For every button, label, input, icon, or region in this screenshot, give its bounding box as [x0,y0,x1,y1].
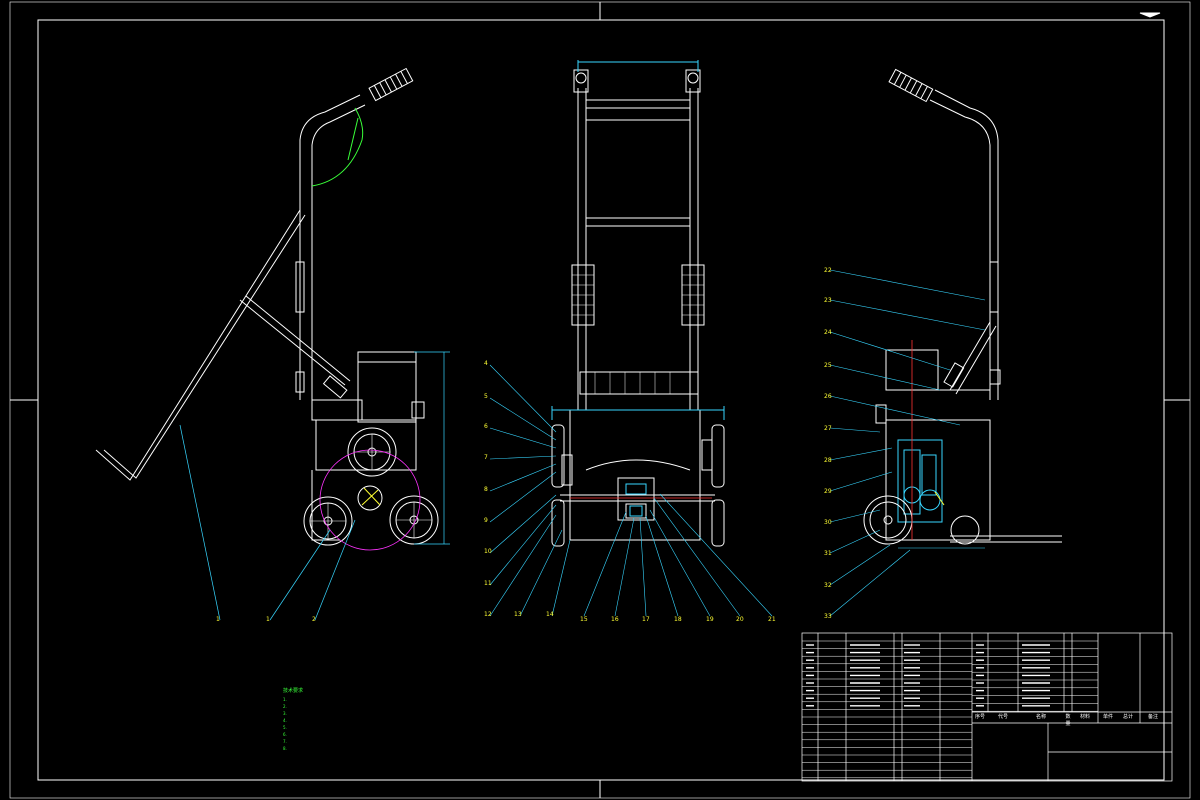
balloon-number: 10 [484,548,492,555]
balloon-number: 33 [824,613,832,620]
balloon-number: 12 [484,611,492,618]
balloon-number: 15 [580,616,588,623]
balloon-number: 29 [824,488,832,495]
left-side-view [95,67,425,541]
note-line: 1. [283,697,287,702]
balloon-number: 17 [642,616,650,623]
notes-title: 技术要求 [283,688,304,694]
balloon-number: 19 [706,616,714,623]
balloon-number: 9 [484,517,488,524]
left-dimension [179,351,450,621]
note-line: 8. [283,746,287,751]
header-cell: 名称 [1035,714,1046,720]
right-cyan-housing [897,439,943,523]
balloon-number: 31 [824,550,832,557]
balloon-number: 11 [484,580,492,587]
balloon-number: 30 [824,519,832,526]
balloon-number: 27 [824,425,832,432]
balloon-number: 1 [216,616,220,623]
front-cyan-parts [551,60,725,517]
note-line: 2. [283,704,287,709]
right-yellow-marks [934,491,945,506]
drawing-frame [9,1,1191,799]
balloon-number: 32 [824,582,832,589]
balloon-number: 8 [484,486,488,493]
balloon-number: 20 [736,616,744,623]
balloon-number: 2 [312,616,316,623]
header-cell: 备注 [1147,714,1158,720]
balloon-number: 1 [266,616,270,623]
balloon-number: 23 [824,297,832,304]
front-leaders [489,364,773,617]
left-magenta-construction [319,449,421,551]
note-line: 4. [283,718,287,723]
title-block-rows [802,640,1098,779]
balloon-number: 26 [824,393,832,400]
header-cell: 代号 [997,714,1008,720]
left-wheels [303,427,439,546]
balloon-number: 18 [674,616,682,623]
balloon-number: 6 [484,423,488,430]
header-cell: 单件 [1102,714,1113,720]
header-cell: 序号 [974,714,985,720]
balloon-number: 14 [546,611,554,618]
title-block-headers: 序号 代号 名称 数量 材料 单件 总计 备注 [972,713,1172,727]
header-cell: 数量 [1065,714,1071,727]
balloon-number: 13 [514,611,522,618]
right-wheels [863,495,980,545]
note-line: 5. [283,725,287,730]
note-line: 6. [283,732,287,737]
header-cell: 材料 [1079,714,1090,720]
note-line: 3. [283,711,287,716]
balloon-number: 5 [484,393,488,400]
balloon-number: 22 [824,267,832,274]
balloon-number: 16 [611,616,619,623]
balloon-number: 7 [484,454,488,461]
balloon-number: 25 [824,362,832,369]
balloon-number: 21 [768,616,776,623]
front-view [551,69,725,547]
front-grip-hatches [572,274,704,394]
technical-notes: 技术要求 1. 2. 3. 4. 5. 6. 7. 8. [283,688,513,752]
balloon-number: 28 [824,457,832,464]
right-leaders [829,269,986,617]
title-block [801,632,1173,782]
left-yellow-centers [361,487,381,506]
balloon-number: 4 [484,360,488,367]
note-line: 7. [283,739,287,744]
title-block-cell-text [806,644,1050,707]
left-green-arc [311,107,364,187]
header-cell: 总计 [1122,714,1133,720]
balloon-number: 24 [824,329,832,336]
